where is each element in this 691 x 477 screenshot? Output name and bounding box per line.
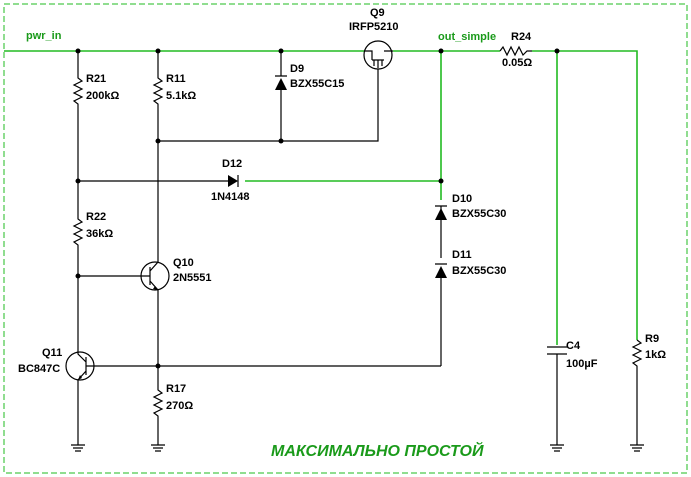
- q10-value: 2N5551: [173, 272, 212, 284]
- d9-ref: D9: [290, 63, 304, 75]
- d11-ref: D11: [452, 249, 472, 261]
- schematic-title: МАКСИМАЛЬНО ПРОСТОЙ: [271, 440, 484, 460]
- d10-value: BZX55C30: [452, 208, 506, 220]
- d10-ref: D10: [452, 193, 472, 205]
- resistor-r11[interactable]: [152, 51, 164, 258]
- q11-value: BC847C: [18, 363, 60, 375]
- resistor-r9[interactable]: [631, 339, 643, 445]
- diode-d12[interactable]: [78, 175, 239, 187]
- r11-value: 5.1kΩ: [166, 90, 196, 102]
- resistor-r21[interactable]: [72, 51, 84, 181]
- d12-value: 1N4148: [211, 191, 250, 203]
- r17-ref: R17: [166, 383, 186, 395]
- net-label-pwr-in: pwr_in: [26, 30, 62, 42]
- r9-value: 1kΩ: [645, 349, 666, 361]
- net-label-out-simple: out_simple: [438, 31, 496, 43]
- d12-ref: D12: [222, 158, 242, 170]
- r11-ref: R11: [166, 73, 186, 85]
- r17-value: 270Ω: [166, 400, 193, 412]
- d11-value: BZX55C30: [452, 265, 506, 277]
- zener-d10[interactable]: [435, 205, 447, 258]
- transistor-q10[interactable]: [78, 258, 170, 292]
- c4-ref: C4: [566, 340, 581, 352]
- r21-value: 200kΩ: [86, 90, 119, 102]
- r24-ref: R24: [511, 31, 532, 43]
- q9-ref: Q9: [370, 7, 385, 19]
- wire-out-simple-rail: [393, 50, 638, 340]
- d9-value: BZX55C15: [290, 78, 344, 90]
- q9-value: IRFP5210: [349, 21, 399, 33]
- resistor-r22[interactable]: [72, 181, 84, 352]
- r22-value: 36kΩ: [86, 228, 113, 240]
- q10-ref: Q10: [173, 257, 194, 269]
- q11-ref: Q11: [42, 347, 62, 359]
- r21-ref: R21: [86, 73, 106, 85]
- c4-value: 100µF: [566, 358, 598, 370]
- resistor-r17[interactable]: [152, 292, 164, 445]
- transistor-q11[interactable]: [65, 351, 441, 445]
- r9-ref: R9: [645, 333, 659, 345]
- zener-d11[interactable]: [435, 263, 447, 366]
- mosfet-q9[interactable]: [281, 40, 393, 142]
- resistor-r24[interactable]: [499, 45, 532, 57]
- capacitor-c4[interactable]: [547, 346, 567, 445]
- r24-value: 0.05Ω: [502, 57, 532, 69]
- r22-ref: R22: [86, 211, 106, 223]
- ground-symbols: [71, 444, 644, 452]
